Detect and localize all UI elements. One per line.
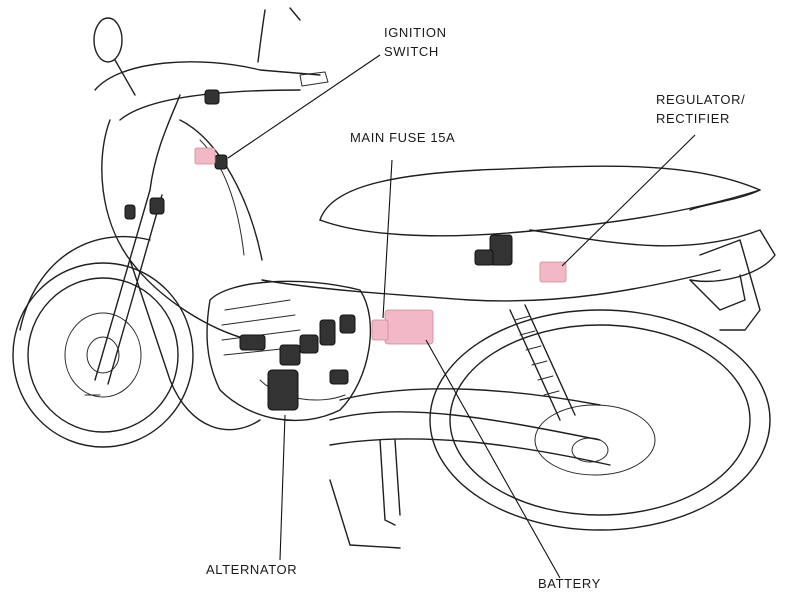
battery-highlight	[385, 310, 433, 344]
regulator-highlight	[540, 262, 566, 282]
front-wheel	[13, 237, 193, 447]
alternator-label: ALTERNATOR	[206, 560, 297, 579]
rear-wheel	[430, 310, 770, 530]
ignition-switch-highlight	[195, 148, 215, 164]
ignition-switch-label-line1: IGNITION	[384, 23, 447, 42]
regulator-rectifier-label: REGULATOR/ RECTIFIER	[656, 90, 745, 128]
alternator-leader	[280, 415, 285, 560]
ignition-switch-label-line2: SWITCH	[384, 42, 447, 61]
main-fuse-label: MAIN FUSE 15A	[350, 128, 455, 147]
front-fork	[85, 95, 180, 395]
ignition-switch-label: IGNITION SWITCH	[384, 23, 447, 61]
regulator-label-line1: REGULATOR/	[656, 90, 745, 109]
regulator-label-line2: RECTIFIER	[656, 109, 745, 128]
leader-lines	[228, 55, 695, 578]
main-fuse-highlight	[372, 320, 388, 340]
battery-label: BATTERY	[538, 574, 601, 592]
center-stand	[330, 440, 400, 548]
